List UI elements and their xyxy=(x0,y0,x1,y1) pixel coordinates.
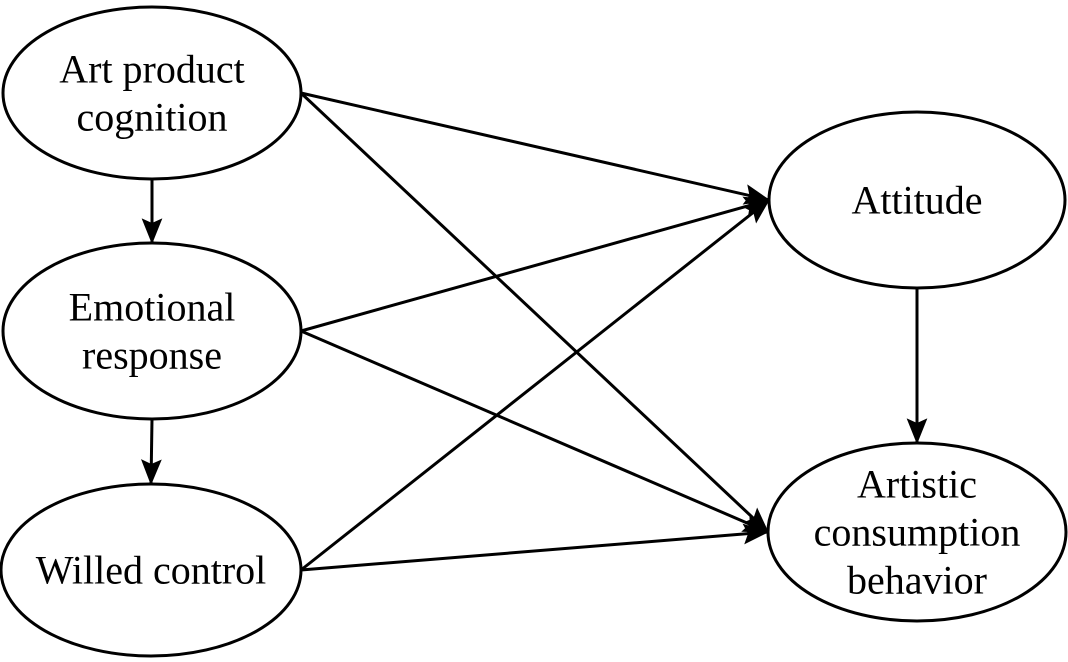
node-label-willed-control: Willed control xyxy=(36,548,267,593)
edge-emotional-response--attitude xyxy=(300,196,771,333)
edge-art-product-cognition--attitude xyxy=(300,91,771,205)
node-label-attitude: Attitude xyxy=(851,178,982,223)
edge-art-product-cognition--artistic-consumption-behavior xyxy=(299,91,770,534)
node-ellipse-art-product-cognition xyxy=(1,5,303,181)
edge-emotional-response--artistic-consumption-behavior xyxy=(300,329,770,534)
diagram-edges-layer xyxy=(140,91,928,572)
edge-emotional-response--willed-control xyxy=(140,418,162,486)
edge-willed-control--artistic-consumption-behavior xyxy=(300,523,770,572)
node-willed-control: Willed control xyxy=(0,482,303,658)
node-attitude: Attitude xyxy=(767,110,1067,290)
edge-willed-control--attitude xyxy=(300,198,771,572)
node-ellipse-emotional-response xyxy=(1,241,303,421)
